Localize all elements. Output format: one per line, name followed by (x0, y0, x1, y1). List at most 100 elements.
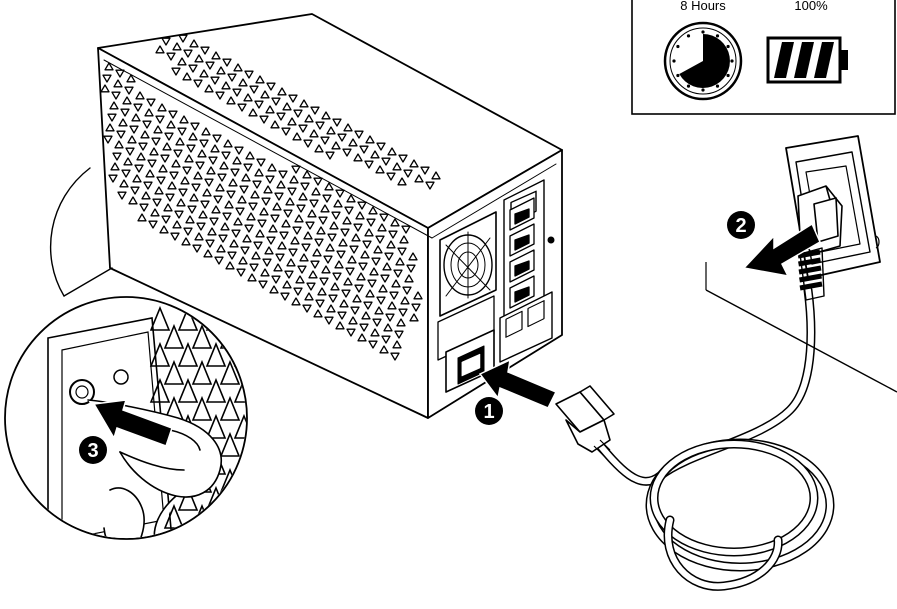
vent-hole (268, 224, 278, 233)
vent-hole (242, 234, 252, 243)
vent-hole (149, 305, 171, 331)
vent-hole (195, 161, 205, 170)
vent-hole (140, 130, 150, 139)
vent-hole (288, 248, 298, 257)
vent-hole (381, 335, 391, 344)
vent-hole (365, 289, 375, 298)
vent-hole (205, 413, 227, 439)
vent-hole (219, 359, 241, 385)
vent-hole (272, 202, 282, 211)
vent-hole (279, 231, 289, 240)
vent-hole (409, 159, 419, 168)
vent-hole (397, 177, 407, 186)
vent-hole (263, 185, 273, 194)
vent-hole (248, 108, 258, 117)
vent-hole (219, 161, 229, 170)
vent-hole (299, 253, 309, 262)
vent-hole (237, 103, 247, 112)
vent-hole (220, 222, 230, 231)
vent-hole (414, 174, 424, 183)
vent-hole (147, 159, 157, 168)
vent-hole (312, 248, 322, 257)
vent-hole (366, 218, 376, 227)
charge-level-label: 100% (794, 0, 828, 13)
vent-hole (280, 292, 290, 301)
vent-hole (148, 220, 158, 229)
vent-hole (304, 292, 314, 301)
vent-hole (338, 238, 348, 247)
vent-hole (359, 323, 369, 332)
step-badge-1: 1 (475, 397, 503, 425)
vent-hole (370, 150, 380, 159)
vent-hole (277, 241, 287, 250)
vent-hole (282, 102, 292, 111)
vent-hole (238, 78, 248, 87)
vent-hole (291, 165, 301, 174)
vent-hole (298, 124, 308, 133)
vent-hole (233, 485, 246, 511)
vent-hole (379, 213, 389, 222)
vent-hole (113, 79, 123, 88)
vent-hole (131, 113, 141, 122)
arrow-step-1 (478, 358, 558, 409)
vent-hole (234, 146, 244, 155)
vent-hole (327, 233, 337, 242)
vent-hole (314, 144, 324, 153)
vent-hole (231, 229, 241, 238)
clock-tick (715, 34, 720, 38)
vent-hole (323, 255, 333, 264)
vent-hole (328, 294, 338, 303)
vent-hole (216, 66, 226, 75)
clock-icon (663, 21, 743, 101)
vent-hole (317, 287, 327, 296)
vent-hole (398, 154, 408, 163)
vent-hole (315, 121, 325, 130)
clock-elapsed-sector (679, 34, 730, 88)
vent-hole (100, 84, 110, 93)
vent-hole (345, 267, 355, 276)
vent-hole (116, 130, 126, 139)
vent-hole (254, 168, 264, 177)
vent-hole (316, 226, 326, 235)
vent-hole (110, 162, 120, 171)
vent-hole (245, 151, 255, 160)
power-button-icon (69, 379, 95, 405)
vent-hole (293, 109, 303, 118)
vent-hole (150, 208, 160, 217)
iec-socket-group (509, 197, 535, 309)
vent-hole (393, 269, 403, 278)
vent-hole (322, 194, 332, 203)
vent-hole (399, 235, 409, 244)
vent-hole (178, 188, 188, 197)
vent-hole (259, 207, 269, 216)
step-badge-3: 3 (79, 436, 107, 464)
vent-hole (409, 313, 419, 322)
vent-hole (358, 262, 368, 271)
vent-hole (254, 100, 264, 109)
vent-hole (353, 223, 363, 232)
vent-hole (202, 188, 212, 197)
vent-hole (326, 126, 336, 135)
vent-hole (172, 42, 182, 51)
vent-hole (200, 46, 210, 55)
charge-info-panel: 8 Hours 100% (631, 0, 896, 115)
vent-hole (265, 175, 275, 184)
vent-hole (380, 274, 390, 283)
vent-hole (237, 195, 247, 204)
vent-hole (332, 118, 342, 127)
vent-hole (191, 183, 201, 192)
vent-hole (194, 232, 204, 241)
clock-tick (701, 30, 705, 34)
vent-hole (227, 73, 237, 82)
vent-hole (176, 198, 186, 207)
vent-hole (307, 209, 317, 218)
vent-hole (260, 90, 270, 99)
vent-hole (219, 395, 241, 421)
vent-hole (262, 258, 272, 267)
vent-hole (112, 152, 122, 161)
vent-hole (324, 316, 334, 325)
vent-hole (404, 274, 414, 283)
vent-hole (261, 197, 271, 206)
vent-hole (169, 171, 179, 180)
vent-hole (286, 258, 296, 267)
